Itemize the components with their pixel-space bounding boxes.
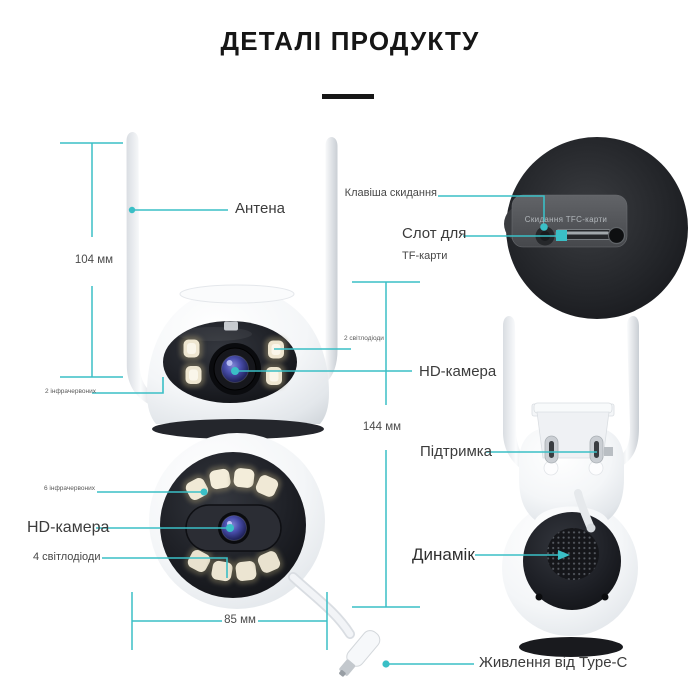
speaker-grille: [547, 528, 599, 580]
leader-antenna: [128, 206, 228, 214]
dimension-lines: [60, 142, 420, 650]
mounting-bracket: [531, 402, 615, 476]
rear-pigtail-cable: [574, 489, 594, 530]
tf-slot-inset: [504, 137, 688, 319]
label-support: Підтримка: [420, 443, 493, 460]
dimension-104mm: [60, 142, 123, 378]
leader-reset-key: [438, 195, 548, 231]
bottom-face-leds: [182, 464, 284, 585]
leader-hd-camera-top: [231, 367, 412, 375]
label-leds-top: 2 світлодіоди: [344, 335, 384, 342]
rear-camera-illustration: [502, 316, 639, 657]
label-antenna: Антена: [235, 200, 285, 217]
label-ir-top: 2 інфрачервоних: [45, 388, 96, 395]
dimension-label-144mm: 144 мм: [362, 421, 402, 433]
dimension-label-85mm: 85 мм: [224, 614, 256, 626]
label-hd-camera-right: HD-камера: [419, 363, 497, 380]
leader-ir-top: [92, 377, 164, 394]
left-antenna: [126, 132, 158, 406]
right-antenna: [314, 137, 338, 388]
rear-left-antenna: [503, 316, 532, 473]
leader-power: [382, 660, 474, 668]
annotation-lines: [92, 195, 597, 668]
label-speaker: Динамік: [412, 545, 475, 564]
label-leds-bottom: 4 світлодіоди: [33, 551, 101, 563]
dimension-label-104mm: 104 мм: [74, 254, 114, 266]
dimension-85mm: [131, 592, 328, 650]
leader-leds-bottom: [102, 557, 228, 578]
leader-ir-bottom: [97, 488, 208, 496]
power-cable: [288, 572, 381, 677]
label-tf-slot-line1: Слот для: [402, 225, 467, 242]
title-underline: [322, 94, 374, 99]
main-camera-illustration: [126, 132, 381, 677]
label-tf-slot-line2: TF-карти: [402, 250, 448, 262]
label-ir-bottom: 6 інфрачервоних: [44, 485, 95, 492]
page-title: ДЕТАЛІ ПРОДУКТУ: [220, 26, 480, 56]
inset-panel-text: Скидання TFC-карти: [524, 215, 608, 224]
dimension-144mm: [352, 281, 420, 608]
label-power-type-c: Живлення від Type-C: [479, 654, 628, 671]
label-hd-camera-left: HD-камера: [27, 519, 110, 536]
rear-button: [607, 226, 626, 245]
leader-speaker: [475, 550, 570, 560]
leader-tf-slot: [463, 230, 567, 241]
leader-hd-camera-bottom: [96, 524, 234, 532]
label-reset-key: Клавіша скидання: [344, 187, 437, 199]
type-c-connector: [339, 630, 381, 677]
rear-right-antenna: [617, 316, 639, 466]
